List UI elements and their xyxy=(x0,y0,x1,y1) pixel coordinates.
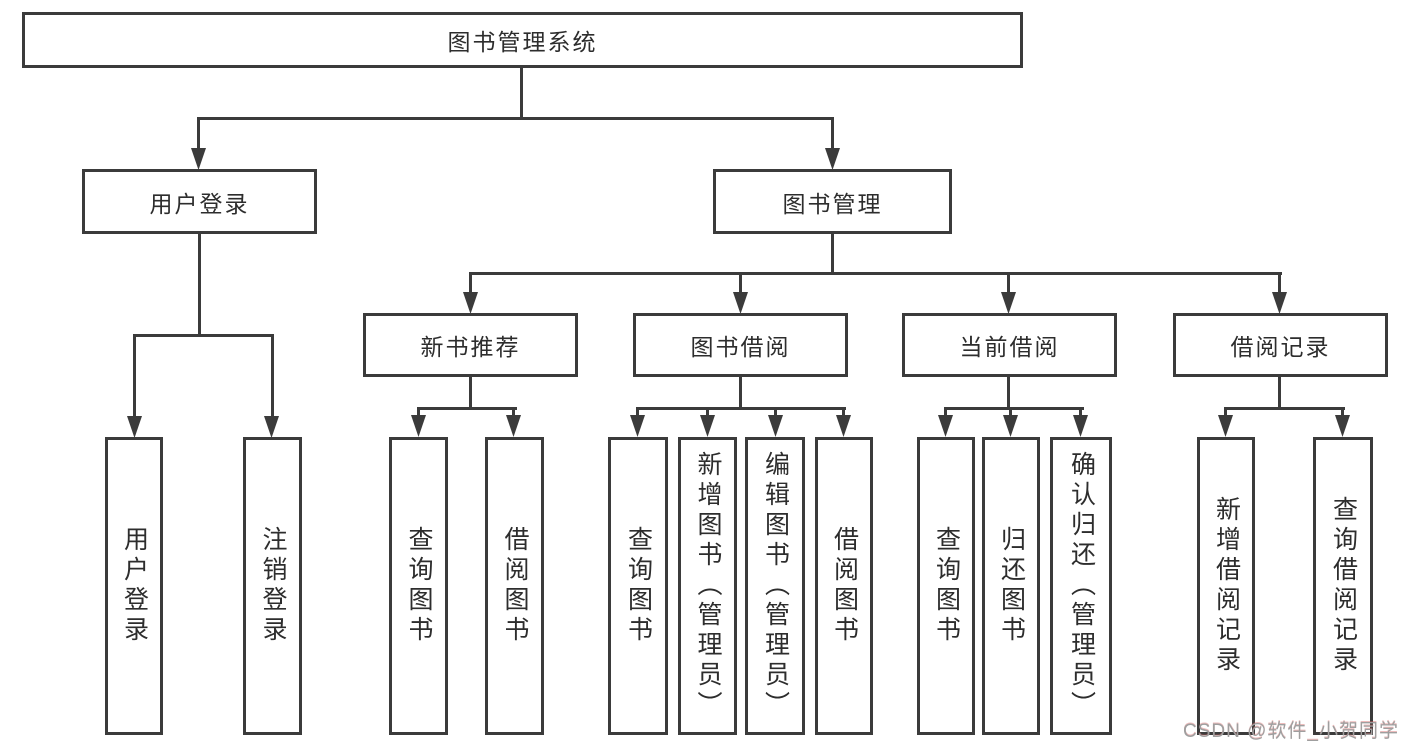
leaf-borrow-borrow-label: 借阅图书 xyxy=(830,526,859,646)
connector-line xyxy=(1224,407,1345,410)
leaf-record-add: 新增借阅记录 xyxy=(1197,437,1255,735)
leaf-newbook-borrow-label: 借阅图书 xyxy=(501,526,529,646)
arrowhead-icon xyxy=(411,415,426,437)
csdn-watermark: CSDN @软件_小贺同学 xyxy=(1183,721,1399,742)
arrowhead-icon xyxy=(1003,415,1018,437)
arrowhead-icon xyxy=(506,415,521,437)
leaf-borrow-edit: 编辑图书（管理员） xyxy=(745,437,805,735)
leaf-logout-label: 注销登录 xyxy=(259,526,287,646)
leaf-borrow-add: 新增图书（管理员） xyxy=(678,437,737,735)
node-borrow-record-label: 借阅记录 xyxy=(1230,334,1331,360)
connector-line xyxy=(636,407,846,410)
connector-line xyxy=(271,334,274,418)
connector-line xyxy=(831,234,834,275)
connector-line xyxy=(831,117,834,151)
node-root-label: 图书管理系统 xyxy=(447,29,598,55)
arrowhead-icon xyxy=(825,148,840,170)
leaf-borrow-add-label: 新增图书（管理员） xyxy=(694,451,722,721)
node-current-borrow-label: 当前借阅 xyxy=(959,334,1060,360)
connector-line xyxy=(133,334,274,337)
connector-line xyxy=(1007,377,1010,410)
node-root: 图书管理系统 xyxy=(22,12,1023,68)
leaf-newbook-query: 查询图书 xyxy=(389,437,448,735)
leaf-current-return-label: 归还图书 xyxy=(997,526,1026,646)
connector-line xyxy=(417,407,517,410)
leaf-logout: 注销登录 xyxy=(243,437,302,735)
connector-line xyxy=(133,334,136,418)
connector-line xyxy=(520,68,523,120)
leaf-current-return: 归还图书 xyxy=(982,437,1040,735)
node-current-borrow: 当前借阅 xyxy=(902,313,1117,377)
leaf-current-confirm-label: 确认归还（管理员） xyxy=(1067,451,1096,721)
arrowhead-icon xyxy=(191,148,206,170)
connector-line xyxy=(469,377,472,410)
connector-line xyxy=(512,407,515,418)
connector-line xyxy=(1341,407,1344,418)
leaf-borrow-borrow: 借阅图书 xyxy=(815,437,873,735)
leaf-user-login-label: 用户登录 xyxy=(120,526,149,646)
leaf-record-query-label: 查询借阅记录 xyxy=(1329,496,1358,676)
leaf-current-confirm: 确认归还（管理员） xyxy=(1050,437,1112,735)
connector-line xyxy=(1009,407,1012,418)
connector-line xyxy=(739,377,742,410)
leaf-current-query-label: 查询图书 xyxy=(932,526,961,646)
leaf-borrow-query-label: 查询图书 xyxy=(624,526,653,646)
node-new-book-recommend-label: 新书推荐 xyxy=(420,334,521,360)
connector-line xyxy=(469,272,472,295)
leaf-newbook-borrow: 借阅图书 xyxy=(485,437,544,735)
arrowhead-icon xyxy=(768,415,783,437)
connector-line xyxy=(739,272,742,295)
leaf-record-add-label: 新增借阅记录 xyxy=(1212,496,1241,676)
node-user-login-label: 用户登录 xyxy=(149,190,250,217)
node-book-mgmt: 图书管理 xyxy=(713,169,952,234)
node-book-mgmt-label: 图书管理 xyxy=(782,190,883,217)
arrowhead-icon xyxy=(1335,415,1350,437)
connector-line xyxy=(197,117,834,120)
connector-line xyxy=(774,407,777,418)
arrowhead-icon xyxy=(1272,292,1287,314)
arrowhead-icon xyxy=(1001,292,1016,314)
leaf-record-query: 查询借阅记录 xyxy=(1313,437,1373,735)
node-book-borrow: 图书借阅 xyxy=(633,313,848,377)
arrowhead-icon xyxy=(1218,415,1233,437)
arrowhead-icon xyxy=(463,292,478,314)
leaf-current-query: 查询图书 xyxy=(917,437,975,735)
connector-line xyxy=(1278,377,1281,410)
node-book-borrow-label: 图书借阅 xyxy=(690,334,791,360)
connector-line xyxy=(469,272,1282,275)
arrowhead-icon xyxy=(264,416,279,438)
connector-line xyxy=(197,117,200,151)
arrowhead-icon xyxy=(938,415,953,437)
node-borrow-record: 借阅记录 xyxy=(1173,313,1388,377)
arrowhead-icon xyxy=(1073,415,1088,437)
arrowhead-icon xyxy=(733,292,748,314)
leaf-borrow-query: 查询图书 xyxy=(608,437,668,735)
connector-line xyxy=(636,407,639,418)
connector-line xyxy=(944,407,947,418)
connector-line xyxy=(944,407,1084,410)
leaf-borrow-edit-label: 编辑图书（管理员） xyxy=(761,451,790,721)
arrowhead-icon xyxy=(836,415,851,437)
connector-line xyxy=(1278,272,1281,295)
connector-line xyxy=(1007,272,1010,295)
connector-line xyxy=(1224,407,1227,418)
node-user-login: 用户登录 xyxy=(82,169,317,234)
arrowhead-icon xyxy=(630,415,645,437)
leaf-newbook-query-label: 查询图书 xyxy=(405,526,433,646)
connector-line xyxy=(842,407,845,418)
node-new-book-recommend: 新书推荐 xyxy=(363,313,578,377)
connector-line xyxy=(417,407,420,418)
connector-line xyxy=(1079,407,1082,418)
arrowhead-icon xyxy=(700,415,715,437)
arrowhead-icon xyxy=(127,416,142,438)
leaf-user-login: 用户登录 xyxy=(105,437,163,735)
connector-line xyxy=(198,234,201,337)
connector-line xyxy=(706,407,709,418)
